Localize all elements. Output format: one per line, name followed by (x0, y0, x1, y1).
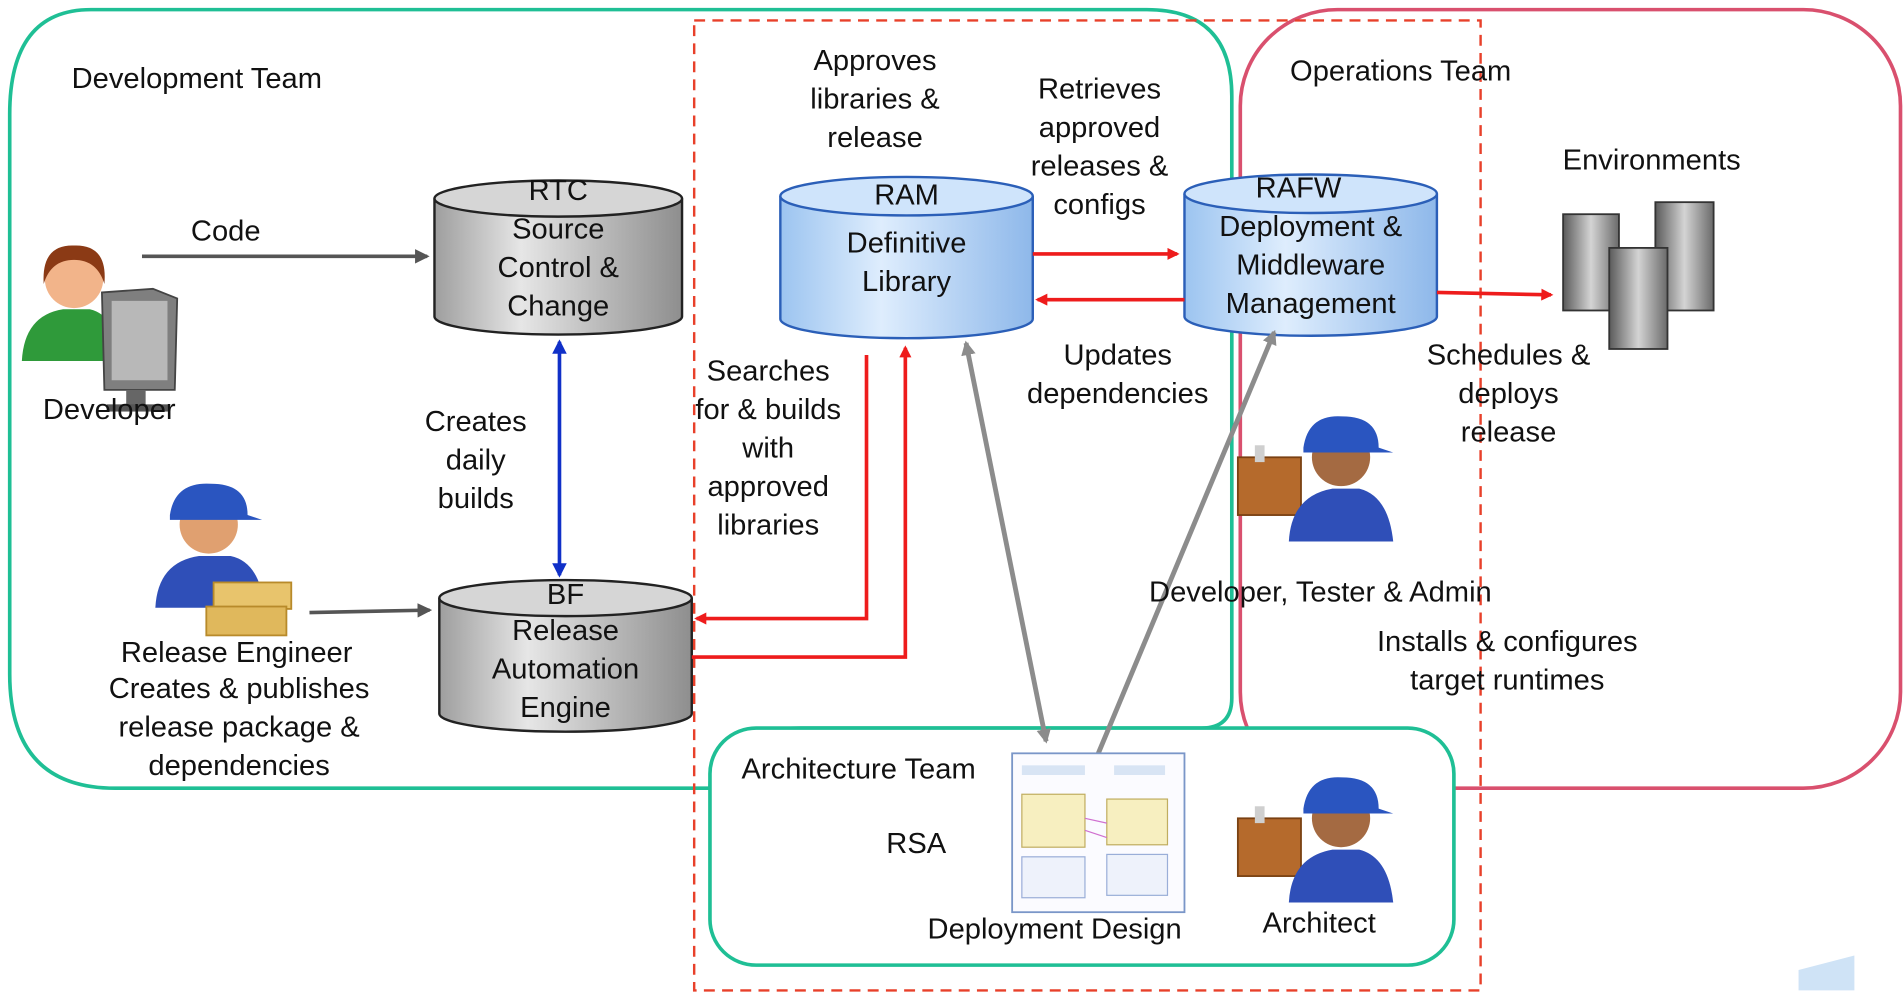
development-team-label: Development Team (71, 62, 323, 96)
searches-arrow (694, 355, 869, 625)
developer-figure (21, 245, 179, 412)
rsa-label: RSA (886, 827, 947, 861)
rtc-database-cylinder (433, 179, 684, 336)
rtc-description: Source Control & Change (497, 213, 619, 323)
searches-label: Searches for & builds with approved libr… (695, 355, 842, 542)
ram-description: Definitive Library (846, 227, 967, 299)
dev-tester-admin-label: Developer, Tester & Admin (1149, 576, 1492, 609)
architect-figure (1236, 777, 1394, 903)
rafw-name: RAFW (1255, 172, 1342, 205)
release-engineer-action-label: Creates & publishes release package & de… (108, 672, 370, 783)
retrieves-label: Retrieves approved releases & configs (1030, 73, 1169, 222)
architecture-team-label: Architecture Team (741, 753, 976, 786)
code-label: Code (190, 215, 261, 248)
rafw-description: Deployment & Middleware Management (1219, 210, 1403, 321)
bf-name: BF (546, 578, 585, 612)
creates-daily-builds-label: Creates daily builds (424, 405, 527, 516)
operations-team-boundary (1238, 7, 1903, 791)
approves-label: Approves libraries & release (810, 44, 940, 155)
rtc-name: RTC (528, 174, 588, 207)
architecture-rafw-arrow (1096, 329, 1277, 755)
bf-description: Release Automation Engine (491, 614, 640, 725)
ram-database-cylinder (779, 175, 1034, 340)
release-engineer-label: Release Engineer (120, 636, 353, 670)
developer-label: Developer (42, 393, 176, 427)
environment-servers (1562, 201, 1715, 350)
architect-label: Architect (1262, 907, 1376, 940)
release-engineer-figure (155, 483, 293, 637)
operations-team-label: Operations Team (1290, 55, 1512, 88)
bf-database-cylinder (438, 578, 693, 733)
rafw-database-cylinder (1183, 173, 1439, 337)
updates-dependencies-label: Updates dependencies (1027, 339, 1209, 411)
installs-label: Installs & configures target runtimes (1376, 625, 1638, 697)
deploy-arrow (1436, 288, 1554, 301)
deployment-design-thumbnail (1011, 752, 1186, 914)
ram-name: RAM (874, 179, 939, 212)
architecture-ram-arrow (961, 340, 1051, 744)
ops-figure (1236, 416, 1394, 542)
schedules-label: Schedules & deploys release (1426, 339, 1591, 449)
release-engineer-arrow (309, 603, 433, 618)
environments-label: Environments (1562, 144, 1741, 177)
dashed-release-boundary (692, 19, 1482, 992)
corner-decoration (1798, 955, 1855, 991)
publishes-arrow (691, 345, 912, 659)
deployment-design-label: Deployment Design (927, 913, 1182, 946)
